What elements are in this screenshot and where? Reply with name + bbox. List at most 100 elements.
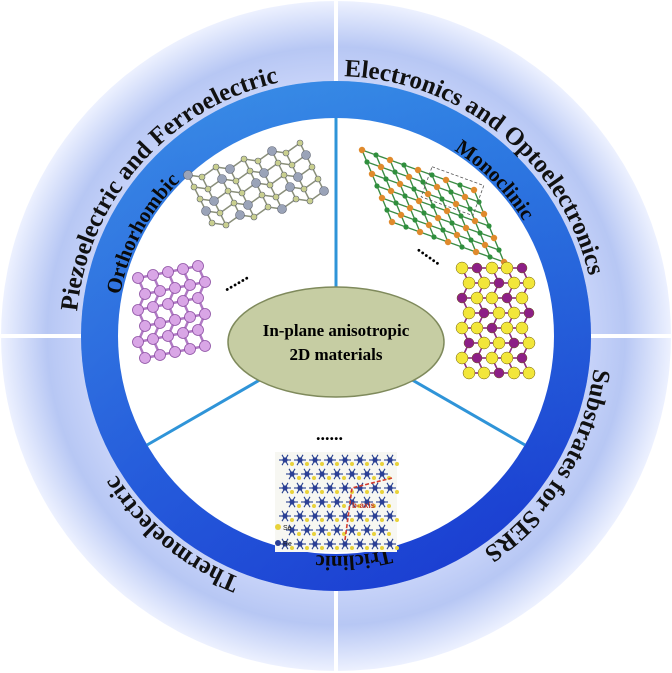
lattice-atom [387, 485, 393, 491]
lattice-atom [190, 183, 198, 191]
lattice-atom [225, 164, 235, 174]
lattice-atom [282, 457, 288, 463]
lattice-atom [395, 462, 399, 466]
lattice-atom [300, 185, 308, 193]
lattice-atom [312, 504, 316, 508]
lattice-atom [383, 176, 389, 182]
lattice-atom [312, 532, 316, 536]
lattice-atom [251, 178, 261, 188]
lattice-atom [507, 366, 521, 380]
lattice-atom [264, 203, 272, 211]
lattice-atom [395, 546, 399, 550]
lattice-atom [515, 321, 529, 335]
lattice-atom [290, 518, 294, 522]
lattice-atom [274, 159, 282, 167]
lattice-atom [401, 162, 407, 168]
lattice-atom [487, 254, 493, 260]
lattice-atom [319, 499, 325, 505]
lattice-atom [357, 541, 363, 547]
lattice-atom [364, 159, 370, 165]
lattice-atom [290, 490, 294, 494]
lattice-atom [357, 485, 363, 491]
lattice-atom [312, 513, 318, 519]
lattice-atom [477, 276, 491, 290]
lattice-atom [372, 457, 378, 463]
lattice-atom [169, 282, 181, 294]
lattice-atom [184, 343, 196, 355]
lattice-atom [312, 541, 318, 547]
lattice-atom [297, 532, 301, 536]
lattice-atom [485, 291, 499, 305]
lattice-atom [378, 194, 386, 202]
lattice-atom [387, 541, 393, 547]
lattice-atom [335, 546, 339, 550]
lattice-atom [216, 209, 224, 217]
lattice-atom [364, 471, 370, 477]
lattice-atom [208, 219, 216, 227]
lattice-atom [320, 490, 324, 494]
lattice-atom [387, 532, 391, 536]
lattice-atom [522, 336, 536, 350]
lattice-atom [515, 291, 529, 305]
lattice-atom [372, 504, 376, 508]
lattice-atom [374, 183, 380, 189]
lattice-atom [442, 176, 450, 184]
lattice-atom [319, 471, 325, 477]
lattice-atom [373, 152, 379, 158]
lattice-atom [312, 485, 318, 491]
lattice-atom [492, 306, 506, 320]
lattice-atom [312, 476, 316, 480]
lattice-atom [516, 352, 528, 364]
lattice-atom [496, 247, 502, 253]
lattice-atom [468, 237, 474, 243]
lattice-atom [177, 263, 189, 275]
lattice-atom [350, 518, 354, 522]
lattice-atom [308, 163, 316, 171]
lattice-atom [162, 298, 174, 310]
lattice-atom [501, 292, 513, 304]
lattice-atom [380, 518, 384, 522]
lattice-atom [421, 210, 427, 216]
lattice-atom [342, 541, 348, 547]
lattice-atom [177, 295, 189, 307]
lattice-atom [393, 200, 399, 206]
lattice-atom [204, 185, 212, 193]
lattice-atom [493, 277, 505, 289]
lattice-atom [297, 541, 303, 547]
lattice-atom [306, 197, 314, 205]
lattice-atom [455, 261, 469, 275]
lattice-atom [297, 485, 303, 491]
lattice-atom [230, 199, 238, 207]
lattice-atom [472, 248, 480, 256]
unit-cell-outline [420, 166, 485, 217]
lattice-atom [327, 485, 333, 491]
lattice-atom [365, 546, 369, 550]
lattice-atom [350, 462, 354, 466]
lattice-atom [320, 462, 324, 466]
triclinic-legend-se: Se [283, 525, 292, 532]
lattice-atom [365, 462, 369, 466]
lattice-atom [431, 234, 437, 240]
lattice-atom [342, 532, 346, 536]
lattice-atom [424, 190, 432, 198]
lattice-atom [232, 177, 240, 185]
lattice-atom [357, 504, 361, 508]
triclinic-structure [275, 452, 399, 552]
lattice-atom [462, 366, 476, 380]
lattice-atom [485, 351, 499, 365]
center-line-2: 2D materials [289, 345, 382, 364]
lattice-atom [327, 457, 333, 463]
lattice-atom [457, 182, 463, 188]
lattice-atom [282, 541, 288, 547]
monoclinic-structure-top [358, 146, 508, 266]
lattice-atom [387, 457, 393, 463]
lattice-atom [199, 276, 211, 288]
lattice-atom [462, 224, 470, 232]
center-badge: In-plane anisotropic 2D materials [227, 286, 445, 398]
lattice-atom [456, 292, 468, 304]
lattice-atom [147, 301, 159, 313]
lattice-atom [201, 206, 211, 216]
lattice-atom [293, 172, 303, 182]
lattice-atom [372, 485, 378, 491]
lattice-atom [280, 171, 288, 179]
